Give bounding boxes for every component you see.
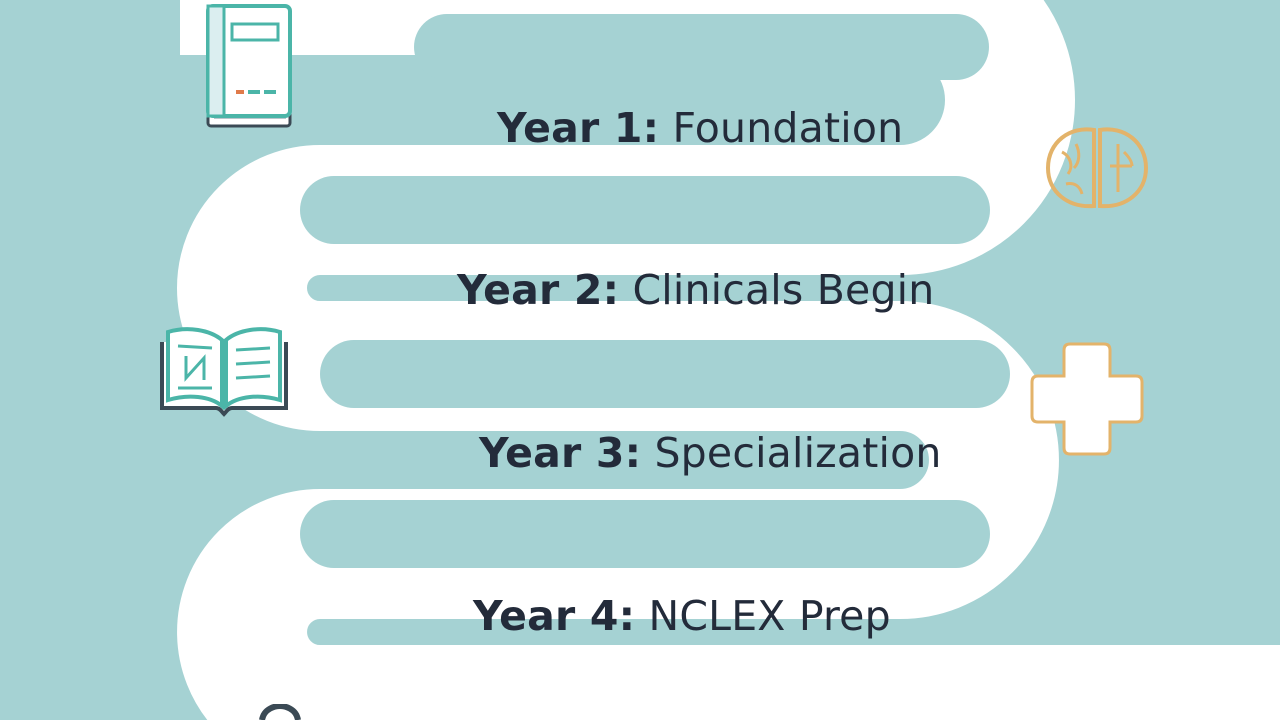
medical-cross-icon: [1030, 342, 1144, 456]
milestone-year-3: Year 3: Specialization: [479, 429, 942, 477]
milestone-prefix: Year 1:: [497, 104, 660, 152]
brain-icon: [1045, 127, 1149, 209]
closed-book-icon: [206, 4, 292, 128]
open-book-icon: [160, 327, 288, 417]
milestone-year-2: Year 2: Clinicals Begin: [457, 266, 934, 314]
milestone-prefix: Year 4:: [473, 592, 636, 640]
milestone-title: NCLEX Prep: [648, 592, 891, 640]
milestone-prefix: Year 3:: [479, 429, 642, 477]
location-pin-icon: [259, 704, 301, 720]
milestone-title: Clinicals Begin: [632, 266, 935, 314]
milestone-year-1: Year 1: Foundation: [497, 104, 903, 152]
milestone-title: Specialization: [654, 429, 942, 477]
milestone-year-4: Year 4: NCLEX Prep: [473, 592, 891, 640]
milestone-title: Foundation: [672, 104, 904, 152]
milestone-prefix: Year 2:: [457, 266, 620, 314]
